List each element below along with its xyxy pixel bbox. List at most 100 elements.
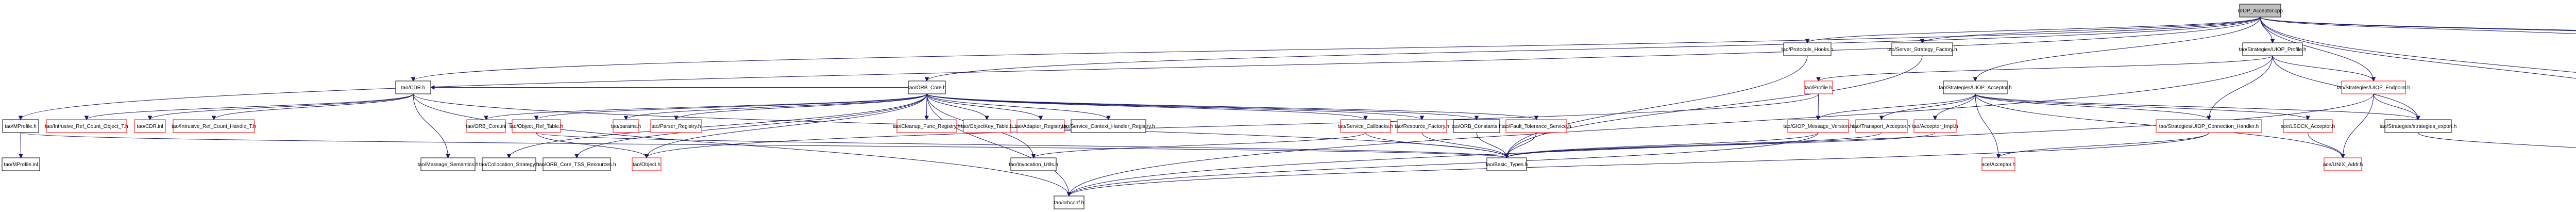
node-object[interactable]: tao/Object.h xyxy=(632,157,662,171)
node-cleanup-func-registry[interactable]: tao/Cleanup_Func_Registry.h xyxy=(893,119,961,133)
node-mprofile-inl[interactable]: tao/MProfile.inl xyxy=(2,157,40,171)
arrowhead-orb_core-to-orb_constants xyxy=(1474,116,1479,121)
arrowhead-mprofile-to-mprofile_inl xyxy=(19,154,23,159)
node-message-semantics[interactable]: tao/Message_Semantics.h xyxy=(418,157,479,171)
node-orbconf[interactable]: tao/orbconf.h xyxy=(1054,195,1084,209)
node-label: tao/ORB_Core_TSS_Resources.h xyxy=(537,162,616,168)
node-root[interactable]: UIOP_Acceptor.cpp xyxy=(2238,4,2283,18)
node-box xyxy=(1505,119,1567,133)
node-objectkey-table[interactable]: tao/ObjectKey_Table.h xyxy=(961,119,1013,133)
edge-orb_core-to-resource_factory xyxy=(926,93,1422,120)
node-server-strategy-factory[interactable]: tao/Server_Strategy_Factory.h xyxy=(1887,42,1957,56)
node-resource-factory[interactable]: tao/Resource_Factory.h xyxy=(1395,119,1449,133)
node-protocols-hooks[interactable]: tao/Protocols_Hooks.h xyxy=(1782,42,1834,56)
arrowhead-root-to-uiop_profile xyxy=(2270,39,2275,44)
node-strategies-export[interactable]: tao/Strategies/strategies_export.h xyxy=(2380,119,2457,133)
node-adapter-registry[interactable]: tao/Adapter_Registry.h xyxy=(1014,119,1067,133)
node-transport-acceptor[interactable]: tao/Transport_Acceptor.h xyxy=(1853,119,1910,133)
node-uiop-profile[interactable]: tao/Strategies/UIOP_Profile.h xyxy=(2239,42,2307,56)
arrowhead-orb_core-to-service_context_handler_registry xyxy=(1106,116,1111,121)
node-acceptor-impl[interactable]: tao/Acceptor_Impl.h xyxy=(1912,119,1958,133)
node-box xyxy=(134,119,166,133)
node-label: tao/Strategies/UIOP_Connection_Handler.h xyxy=(2159,124,2259,129)
edge-uiop_connection_handler-to-ace_acceptor xyxy=(1998,132,2209,158)
node-box xyxy=(482,157,536,171)
node-label: tao/CDR.h xyxy=(401,85,426,91)
node-box xyxy=(2283,119,2333,133)
edge-server_strategy_factory-to-basic_types xyxy=(1506,55,1923,158)
node-uiop-acceptor[interactable]: tao/Strategies/UIOP_Acceptor.h xyxy=(1939,80,2012,94)
node-irc-object[interactable]: tao/Intrusive_Ref_Count_Object_T.h xyxy=(45,119,128,133)
arrowhead-cdr-to-irc_object xyxy=(84,116,89,121)
node-object-ref-table[interactable]: tao/Object_Ref_Table.h xyxy=(510,119,564,133)
edge-uiop_acceptor-to-transport_acceptor xyxy=(1881,93,1976,120)
node-ace-acceptor[interactable]: ace/Acceptor.h xyxy=(1981,157,2015,171)
node-cdr[interactable]: tao/CDR.h xyxy=(395,80,431,94)
arrowhead-service_callbacks-to-invocation_utils xyxy=(1031,154,1036,159)
arrowhead-root-to-protocols_hooks xyxy=(1805,39,1810,44)
edge-uiop_profile-to-uiop_endpoint xyxy=(2272,55,2374,81)
node-service-context-handler-registry[interactable]: tao/Service_Context_Handler_Registry.h xyxy=(1062,119,1155,133)
node-label: tao/Object.h xyxy=(633,162,660,168)
node-orb-constants[interactable]: tao/ORB_Constants.h xyxy=(1451,119,1502,133)
edge-uiop_profile-to-orbconf xyxy=(1069,55,2273,197)
node-label: tao/Acceptor_Impl.h xyxy=(1912,124,1958,129)
node-mprofile[interactable]: tao/MProfile.h xyxy=(2,119,39,133)
node-irc-handle[interactable]: tao/Intrusive_Ref_Count_Handle_T.h xyxy=(172,119,256,133)
arrowhead-orb_core-to-adapter_registry xyxy=(1038,116,1043,121)
node-giop-message-version[interactable]: tao/GIOP_Message_Version.h xyxy=(1783,119,1853,133)
node-unix-addr[interactable]: ace/UNIX_Addr.h xyxy=(2323,157,2363,171)
node-lsock-acceptor[interactable]: ace/LSOCK_Acceptor.h xyxy=(2281,119,2335,133)
node-label: ace/UNIX_Addr.h xyxy=(2323,162,2363,168)
node-box xyxy=(1340,119,1391,133)
arrowhead-uiop_acceptor-to-uiop_connection_handler xyxy=(2207,116,2211,121)
edge-uiop_endpoint-to-strategies_export xyxy=(2373,93,2418,120)
edge-orb_core-to-fault_tolerance_service xyxy=(926,93,1537,120)
node-profile[interactable]: tao/Profile.h xyxy=(1804,80,1833,94)
node-params[interactable]: tao/params.h xyxy=(611,119,641,133)
node-orb-core[interactable]: tao/ORB_Core.h xyxy=(908,80,946,94)
node-label: tao/Strategies/UIOP_Acceptor.h xyxy=(1939,85,2012,91)
edge-orb_core-to-collocation_strategy xyxy=(509,93,927,158)
node-basic-types[interactable]: tao/Basic_Types.h xyxy=(1486,157,1528,171)
node-fault-tolerance-service[interactable]: tao/Fault_Tolerance_Service.h xyxy=(1501,119,1571,133)
node-label: tao/Server_Strategy_Factory.h xyxy=(1887,47,1957,53)
node-cdr-inl[interactable]: tao/CDR.inl xyxy=(134,119,166,133)
node-box xyxy=(632,157,662,171)
node-label: tao/Strategies/strategies_export.h xyxy=(2380,124,2457,129)
edge-uiop_acceptor-to-uiop_connection_handler xyxy=(1975,93,2209,120)
arrowhead-orb_core-to-resource_factory xyxy=(1419,116,1425,121)
node-label: tao/Message_Semantics.h xyxy=(418,162,479,168)
node-box xyxy=(2384,119,2452,133)
edge-object_ref_table-to-basic_types xyxy=(536,132,1507,158)
node-box xyxy=(650,119,702,133)
node-box xyxy=(2242,42,2303,56)
arrowhead-cdr-to-cdr_inl xyxy=(147,116,152,121)
node-service-callbacks[interactable]: tao/Service_Callbacks.h xyxy=(1338,119,1393,133)
edge-giop_message_version-to-orbconf xyxy=(1069,132,1819,197)
node-box xyxy=(963,119,1011,133)
arrowhead-orb_core-to-orb_core_tss_resources xyxy=(574,154,579,159)
node-box xyxy=(1855,119,1908,133)
node-label: tao/Profile.h xyxy=(1805,85,1832,91)
node-parser-registry[interactable]: tao/Parser_Registry.h xyxy=(650,119,702,133)
arrowhead-orb_core-to-object_ref_table xyxy=(534,116,539,121)
node-label: tao/MProfile.inl xyxy=(4,162,38,168)
node-label: tao/Intrusive_Ref_Count_Handle_T.h xyxy=(172,124,256,129)
edge-orb_core-to-orb_core_inl xyxy=(486,93,927,120)
node-box xyxy=(1913,119,1957,133)
arrowhead-root-to-server_strategy_factory xyxy=(1920,39,1925,44)
node-uiop-endpoint[interactable]: tao/Strategies/UIOP_Endpoint.h xyxy=(2337,80,2410,94)
node-orb-core-inl[interactable]: tao/ORB_Core.inl xyxy=(466,119,506,133)
arrowhead-root-to-mprofile xyxy=(18,116,23,121)
edge-root-to-os_ns_stdio xyxy=(2260,17,2576,34)
node-label: tao/Service_Callbacks.h xyxy=(1338,124,1393,129)
node-orb-core-tss-resources[interactable]: tao/ORB_Core_TSS_Resources.h xyxy=(537,157,616,171)
node-uiop-connection-handler[interactable]: tao/Strategies/UIOP_Connection_Handler.h xyxy=(2156,119,2262,133)
node-collocation-strategy[interactable]: tao/Collocation_Strategy.h xyxy=(479,157,539,171)
arrowhead-uiop_connection_handler-to-orbconf xyxy=(1066,192,1072,197)
node-label: tao/Object_Ref_Table.h xyxy=(510,124,564,129)
node-invocation-utils[interactable]: tao/Invocation_Utils.h xyxy=(1009,157,1058,171)
